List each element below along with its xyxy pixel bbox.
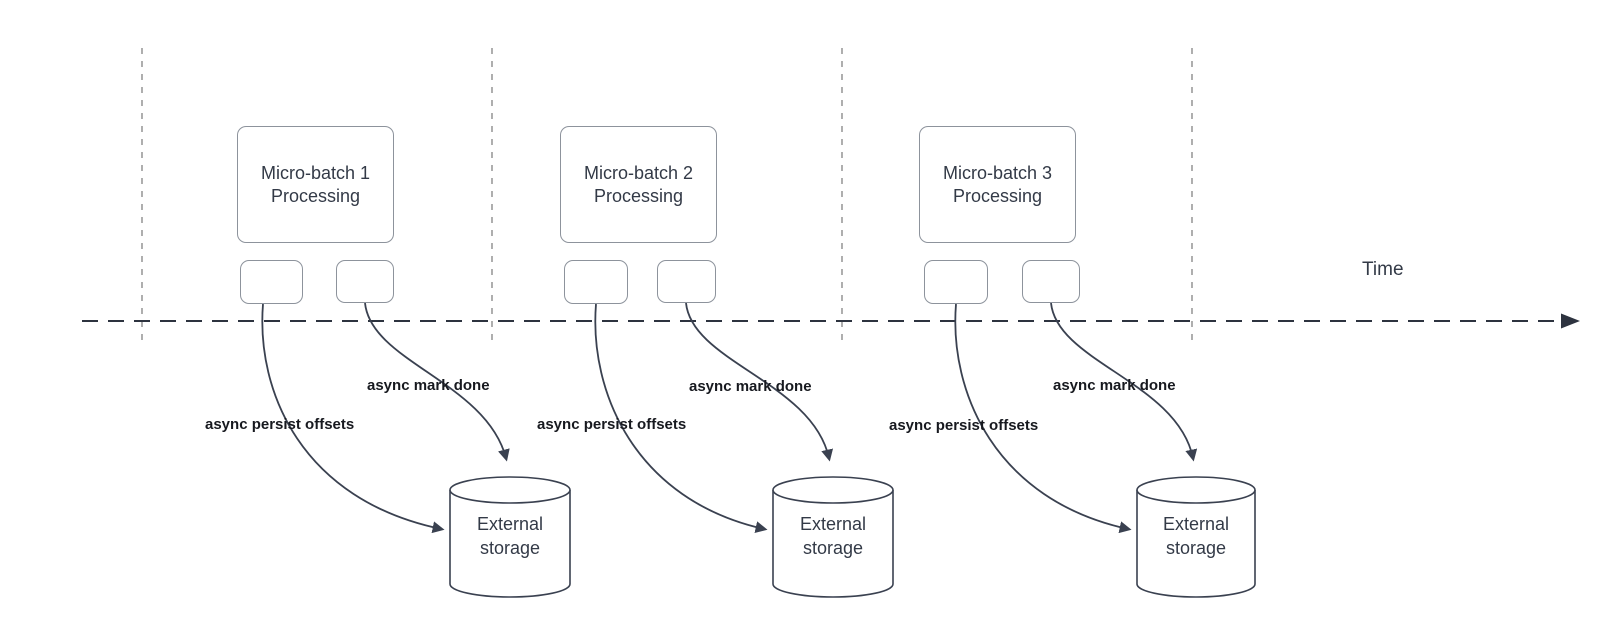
persist-offsets-label-2: async persist offsets	[537, 416, 687, 433]
process-box-3: Micro-batch 3 Processing	[919, 126, 1076, 243]
offset-task-box-2	[564, 260, 628, 304]
done-task-box-2	[657, 260, 716, 303]
process-box-2: Micro-batch 2 Processing	[560, 126, 717, 243]
process-box-1: Micro-batch 1 Processing	[237, 126, 394, 243]
mark-done-arrow-2	[685, 302, 834, 462]
storage-cylinder-3	[1136, 476, 1256, 598]
storage-label-1: External storage	[476, 514, 544, 558]
process-box-label-2: Micro-batch 2 Processing	[583, 162, 694, 206]
mark-done-label-2: async mark done	[689, 378, 812, 395]
storage-cylinder-2	[772, 476, 894, 598]
mark-done-label-3: async mark done	[1053, 377, 1176, 394]
process-box-label-3: Micro-batch 3 Processing	[942, 162, 1053, 206]
mark-done-label-1: async mark done	[367, 377, 490, 394]
storage-label-3: External storage	[1162, 514, 1230, 558]
offset-task-box-1	[240, 260, 303, 304]
persist-offsets-arrow-2	[594, 303, 768, 534]
persist-offsets-arrow-1	[261, 303, 445, 534]
mark-done-arrow-3	[1050, 302, 1198, 462]
persist-offsets-arrow-3	[954, 303, 1132, 534]
storage-label-2: External storage	[799, 514, 867, 558]
mark-done-arrow-1	[364, 302, 510, 462]
done-task-box-1	[336, 260, 394, 303]
time-axis-arrowhead-icon	[1561, 313, 1580, 329]
persist-offsets-label-1: async persist offsets	[205, 416, 355, 433]
done-task-box-3	[1022, 260, 1080, 303]
offset-task-box-3	[924, 260, 988, 304]
storage-cylinder-1	[449, 476, 571, 598]
process-box-label-1: Micro-batch 1 Processing	[260, 162, 371, 206]
time-axis-label: Time	[1362, 259, 1404, 280]
persist-offsets-label-3: async persist offsets	[889, 417, 1039, 434]
